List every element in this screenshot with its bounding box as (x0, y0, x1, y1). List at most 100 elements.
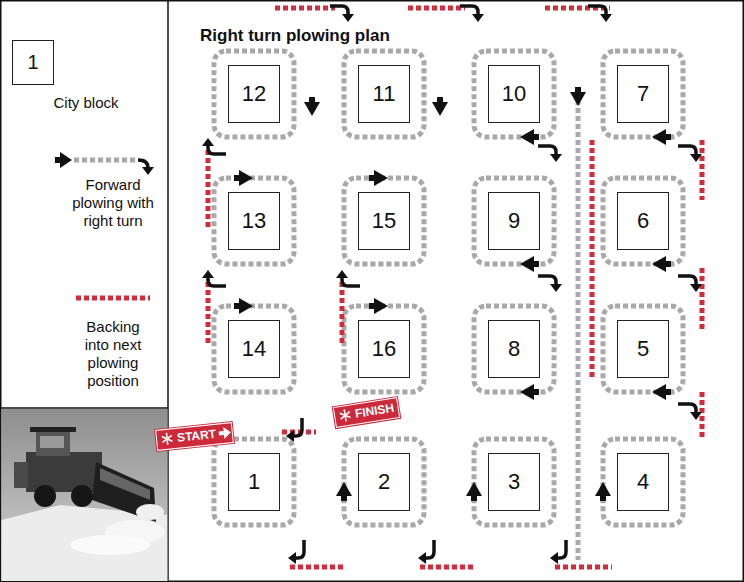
snowflake-icon (337, 407, 353, 423)
backing-line (590, 140, 595, 380)
direction-arrow (234, 298, 253, 314)
right-turn-arrow (678, 146, 702, 162)
plow-loop (603, 439, 683, 525)
city-block: 14 (228, 320, 280, 378)
block-number: 12 (242, 81, 266, 107)
backing-line (700, 268, 705, 330)
start-arrow-icon (217, 425, 232, 440)
block-number: 13 (242, 208, 266, 234)
plow-loop (603, 178, 683, 264)
block-number: 15 (372, 208, 396, 234)
right-turn-arrow (336, 270, 360, 286)
city-block: 15 (358, 192, 410, 250)
block-number: 5 (637, 336, 649, 362)
direction-arrow (520, 129, 539, 145)
backing-line (275, 6, 335, 11)
plow-loop (214, 439, 294, 525)
block-number: 9 (508, 208, 520, 234)
block-number: 16 (372, 336, 396, 362)
plow-loop (474, 306, 554, 392)
plow-loop (344, 51, 424, 137)
backing-line (206, 150, 211, 228)
city-block: 5 (617, 320, 669, 378)
city-block: 10 (488, 65, 540, 123)
snowflake-icon (159, 431, 174, 446)
plow-loop (344, 178, 424, 264)
backing-line (555, 565, 612, 570)
plow-loop (474, 178, 554, 264)
plow-loop (214, 178, 294, 264)
legend-block-sample: 1 (12, 40, 54, 85)
plow-loop (474, 439, 554, 525)
plow-loop (214, 306, 294, 392)
city-block: 2 (358, 453, 410, 511)
city-block: 9 (488, 192, 540, 250)
right-turn-arrow (538, 276, 562, 292)
plow-loop (344, 439, 424, 525)
backing-line (700, 392, 705, 440)
plow-loop (344, 306, 424, 392)
city-block: 13 (228, 192, 280, 250)
legend-forward-sample (55, 152, 154, 175)
right-turn-arrow (202, 138, 226, 154)
block-number: 7 (637, 81, 649, 107)
plow-line (576, 100, 581, 560)
direction-arrow (432, 97, 448, 116)
legend-text: Backing into next plowing position (76, 318, 150, 390)
right-turn-arrow (460, 6, 484, 22)
right-turn-arrow (418, 540, 434, 564)
snowplow-photo (2, 409, 168, 581)
plow-loop (603, 51, 683, 137)
legend-text: City block (44, 94, 128, 112)
direction-arrow (466, 482, 482, 501)
city-block: 11 (358, 65, 410, 123)
right-turn-arrow (588, 6, 612, 22)
right-turn-arrow (286, 418, 302, 442)
direction-arrow (595, 482, 611, 501)
direction-arrow (652, 384, 671, 400)
legend-backing-sample (76, 298, 150, 299)
block-number: 6 (637, 208, 649, 234)
city-block: 1 (228, 453, 280, 511)
block-number: 10 (502, 81, 526, 107)
direction-arrow (304, 97, 320, 116)
city-block: 16 (358, 320, 410, 378)
right-turn-arrow (538, 146, 562, 162)
plow-loop (214, 51, 294, 137)
backing-line (408, 6, 465, 11)
plow-routes (202, 6, 702, 567)
block-number: 14 (242, 336, 266, 362)
tag-text: START (176, 427, 216, 446)
right-turn-arrow (330, 6, 354, 22)
block-number: 4 (637, 469, 649, 495)
right-turn-arrow (678, 276, 702, 292)
direction-arrow (369, 298, 388, 314)
city-block: 12 (228, 65, 280, 123)
direction-arrow (570, 87, 586, 106)
direction-arrow (234, 170, 253, 186)
backing-line (206, 282, 211, 345)
direction-arrow (652, 256, 671, 272)
direction-arrow (520, 256, 539, 272)
city-block: 8 (488, 320, 540, 378)
tag-text: FINISH (354, 401, 395, 422)
city-block: 7 (617, 65, 669, 123)
block-number: 2 (378, 469, 390, 495)
right-turn-arrow (202, 270, 226, 286)
block-number: 1 (248, 469, 260, 495)
right-turn-arrow (550, 540, 566, 564)
city-block: 4 (617, 453, 669, 511)
diagram-title: Right turn plowing plan (200, 26, 390, 46)
direction-arrow (652, 129, 671, 145)
block-number: 11 (373, 81, 396, 107)
right-turn-arrow (678, 404, 702, 420)
backing-line (290, 565, 345, 570)
direction-arrow (520, 384, 539, 400)
block-number: 8 (508, 336, 520, 362)
backing-line (700, 140, 705, 200)
legend-text: Forward plowing with right turn (70, 176, 156, 230)
right-turn-arrow (288, 540, 304, 564)
city-block: 6 (617, 192, 669, 250)
